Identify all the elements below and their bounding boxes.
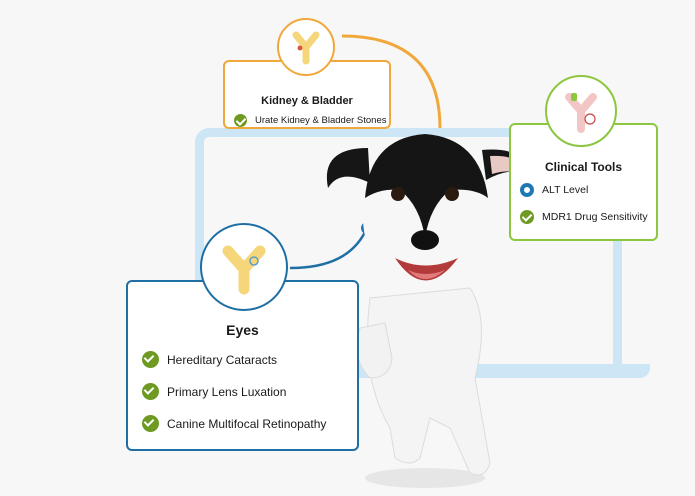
antibody-icon: [292, 31, 320, 65]
antibody-icon: [565, 93, 597, 133]
eyes-connector: [289, 227, 369, 270]
item-label: MDR1 Drug Sensitivity: [542, 211, 648, 223]
kidney-connector: [341, 34, 442, 129]
check-icon: [142, 415, 159, 432]
item-label: Canine Multifocal Retinopathy: [167, 416, 327, 431]
eyes-card[interactable]: Eyes Hereditary Cataracts Primary Lens L…: [126, 280, 359, 451]
item-label: Hereditary Cataracts: [167, 352, 278, 367]
eyes-icon-circle: [200, 223, 288, 311]
item-label: ALT Level: [542, 184, 589, 196]
antibody-icon: [222, 245, 266, 295]
check-icon: [142, 351, 159, 368]
clinical-icon-circle: [545, 75, 617, 147]
item-label: Primary Lens Luxation: [167, 384, 287, 399]
list-item: Urate Kidney & Bladder Stones: [234, 114, 387, 127]
ring-status-icon: [520, 183, 534, 197]
check-icon: [520, 210, 534, 224]
list-item: Canine Multifocal Retinopathy: [142, 415, 326, 432]
card-title: Clinical Tools: [544, 160, 623, 174]
card-title: Eyes: [226, 322, 259, 338]
list-item: Hereditary Cataracts: [142, 351, 277, 368]
check-icon: [142, 383, 159, 400]
kidney-icon-circle: [277, 18, 335, 76]
laptop-frame: [195, 128, 622, 372]
list-item: Primary Lens Luxation: [142, 383, 286, 400]
list-item: ALT Level: [520, 183, 588, 197]
item-label: Urate Kidney & Bladder Stones: [255, 115, 387, 126]
clinical-tools-card[interactable]: Clinical Tools ALT Level MDR1 Drug Sensi…: [509, 123, 658, 241]
list-item: MDR1 Drug Sensitivity: [520, 210, 648, 224]
check-icon: [234, 114, 247, 127]
card-title: Kidney & Bladder: [261, 95, 353, 107]
